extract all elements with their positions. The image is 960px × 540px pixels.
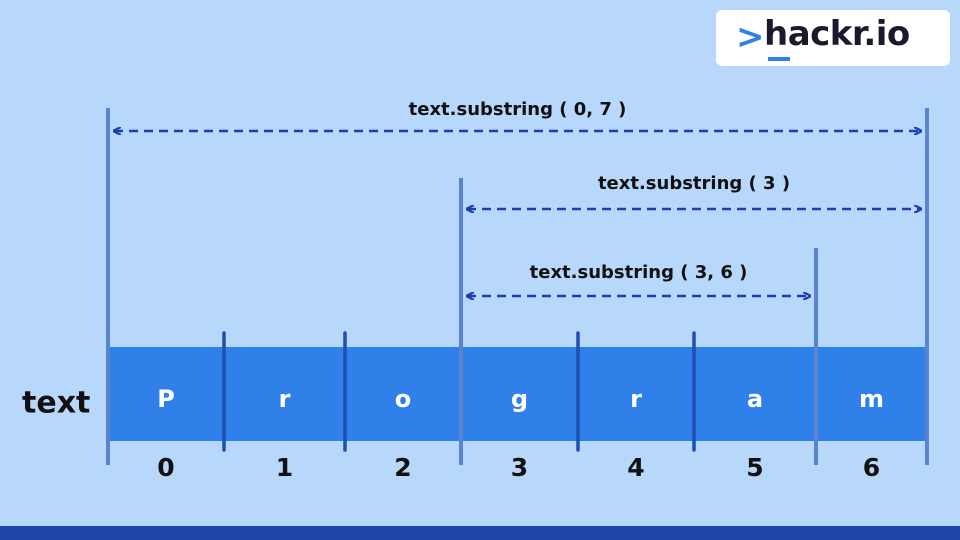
logo-underline	[768, 57, 790, 61]
index-label: 6	[863, 453, 880, 482]
character-cell: P	[157, 385, 175, 413]
range-label: text.substring ( 3 )	[598, 173, 790, 194]
range-label: text.substring ( 0, 7 )	[409, 99, 627, 120]
character-cell: g	[511, 385, 528, 413]
character-cell: m	[859, 385, 884, 413]
index-label: 4	[627, 453, 644, 482]
hackr-logo-box	[716, 10, 950, 66]
character-cell: a	[747, 385, 763, 413]
index-label: 5	[746, 453, 763, 482]
bottom-bar	[0, 526, 960, 540]
logo-wordmark: hackr.io	[764, 14, 910, 54]
index-label: 1	[276, 453, 293, 482]
character-cell: o	[395, 385, 412, 413]
character-cell: r	[279, 385, 291, 413]
logo-chevron: >	[736, 17, 765, 57]
string-cells	[108, 347, 927, 441]
range-label: text.substring ( 3, 6 )	[530, 262, 748, 283]
variable-label: text	[22, 386, 90, 421]
index-label: 0	[157, 453, 174, 482]
character-cell: r	[630, 385, 642, 413]
index-label: 3	[511, 453, 528, 482]
index-label: 2	[394, 453, 411, 482]
